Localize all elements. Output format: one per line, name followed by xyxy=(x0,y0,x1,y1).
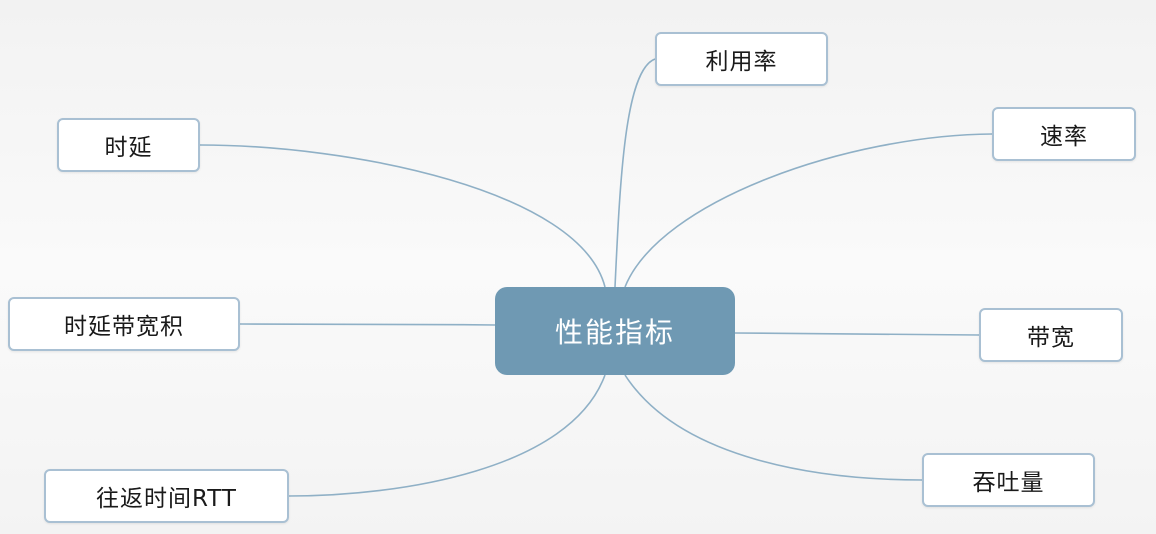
link-latency xyxy=(199,144,606,288)
node-throughput[interactable]: 吞吐量 xyxy=(922,453,1095,507)
link-rate xyxy=(624,133,993,288)
link-bandwidth xyxy=(734,332,980,336)
link-throughput xyxy=(624,374,923,481)
link-utilization xyxy=(614,58,656,288)
node-latency[interactable]: 时延 xyxy=(57,118,200,172)
node-bandwidth-delay-product[interactable]: 时延带宽积 xyxy=(8,297,240,351)
node-label: 速率 xyxy=(1040,124,1088,150)
node-label: 带宽 xyxy=(1027,325,1075,351)
node-bandwidth[interactable]: 带宽 xyxy=(979,308,1123,362)
link-bdp xyxy=(239,323,496,326)
node-rtt[interactable]: 往返时间RTT xyxy=(44,469,289,523)
node-label: 利用率 xyxy=(705,49,778,75)
center-node[interactable]: 性能指标 xyxy=(495,287,735,375)
node-utilization[interactable]: 利用率 xyxy=(655,32,828,86)
link-rtt xyxy=(288,374,606,497)
node-label: 往返时间RTT xyxy=(95,486,237,512)
node-rate[interactable]: 速率 xyxy=(992,107,1136,161)
node-label: 吞吐量 xyxy=(972,470,1045,496)
node-label: 时延 xyxy=(104,135,153,161)
node-label: 时延带宽积 xyxy=(64,314,184,340)
center-node-label: 性能指标 xyxy=(554,316,675,349)
